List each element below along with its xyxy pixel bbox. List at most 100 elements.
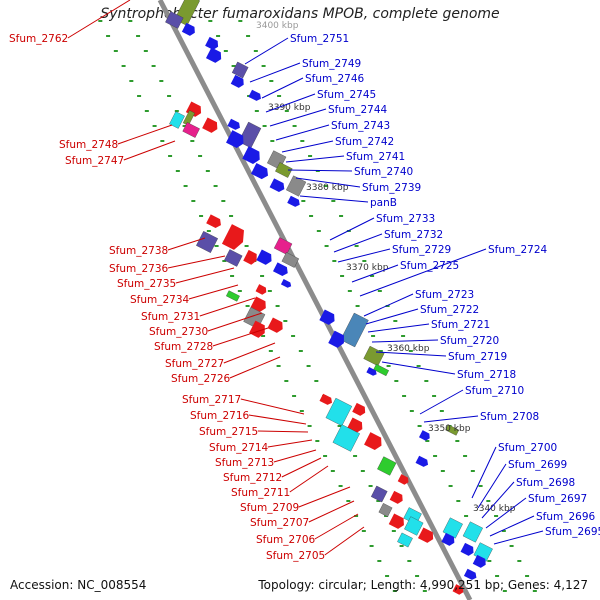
gene-label-left[interactable]: Sfum_2717 [182,394,241,406]
gene-arrow [364,432,382,451]
label-leader [240,398,305,415]
guide-dot [369,545,374,547]
gene-label-left[interactable]: Sfum_2712 [223,472,282,484]
gene-feature [404,516,424,536]
gene-arrow [226,130,244,149]
label-leader [167,237,206,251]
label-leader [337,248,391,263]
guide-dot [487,560,492,562]
gene-feature [370,485,388,503]
label-leader [359,248,487,297]
gene-label-left[interactable]: Sfum_2716 [190,410,250,422]
gene-label-right[interactable]: Sfum_2724 [488,244,548,256]
gene-label-right[interactable]: Sfum_2718 [457,369,516,381]
gene-label-left[interactable]: Sfum_2747 [65,155,124,167]
gene-label-right[interactable]: Sfum_2743 [331,120,390,132]
gene-label-right[interactable]: Sfum_2740 [354,166,413,178]
gene-label-right[interactable]: Sfum_2723 [415,289,474,301]
gene-label-left[interactable]: Sfum_2707 [250,517,309,529]
gene-label-left[interactable]: Sfum_2726 [171,373,231,385]
guide-dot [230,275,235,277]
guide-dot [214,245,219,247]
guide-dot [339,215,344,217]
guide-dot [502,590,507,592]
guide-dot [470,470,475,472]
gene-arrow [280,279,292,288]
kbp-tick-label: 3340 kbp [473,504,516,514]
gene-label-right[interactable]: Sfum_2746 [305,73,365,85]
gene-label-right[interactable]: Sfum_2719 [448,351,507,363]
gene-label-right[interactable]: Sfum_2722 [420,304,479,316]
gene-label-right[interactable]: Sfum_2710 [465,385,524,397]
gene-label-right[interactable]: Sfum_2739 [362,182,421,194]
gene-label-right[interactable]: Sfum_2708 [480,411,539,423]
gene-label-right[interactable]: Sfum_2699 [508,459,567,471]
gene-label-right[interactable]: Sfum_2696 [536,511,596,523]
guide-dot [237,290,242,292]
gene-label-left[interactable]: Sfum_2736 [109,263,169,275]
gene-arrow [328,330,344,348]
label-leader [419,389,464,415]
gene-arrow [389,490,403,504]
guide-dot [151,65,156,67]
gene-label-left[interactable]: Sfum_2734 [130,294,190,306]
gene-label-left[interactable]: Sfum_2727 [165,358,224,370]
guide-dot [439,410,444,412]
gene-arrow [251,163,268,180]
gene-label-left[interactable]: Sfum_2748 [59,139,118,151]
gene-label-right[interactable]: Sfum_2700 [498,442,557,454]
gene-label-left[interactable]: Sfum_2738 [109,245,168,257]
gene-arrow [319,393,333,405]
gene-arrow [269,178,285,193]
gene-label-right[interactable]: Sfum_2733 [376,213,435,225]
gene-label-right[interactable]: Sfum_2751 [290,33,349,45]
gene-label-left[interactable]: Sfum_2731 [141,311,200,323]
gene-label-left[interactable]: Sfum_2714 [209,442,269,454]
gene-label-right[interactable]: Sfum_2695 [545,526,600,538]
gene-label-left[interactable]: Sfum_2730 [149,326,208,338]
gene-label-left[interactable]: Sfum_2762 [9,33,68,45]
gene-label-right[interactable]: Sfum_2697 [528,493,587,505]
guide-dot [494,515,499,517]
label-leader [365,308,419,325]
guide-dot [144,110,149,112]
gene-label-right[interactable]: Sfum_2749 [302,58,361,70]
guide-dot [448,485,453,487]
guide-dot [378,350,383,352]
guide-dot [385,305,390,307]
gene-arrow [287,195,300,207]
feature-track [165,0,493,595]
gene-label-right[interactable]: Sfum_2742 [335,136,394,148]
gene-label-left[interactable]: Sfum_2711 [231,487,290,499]
gene-label-right[interactable]: Sfum_2720 [440,335,499,347]
gene-label-left[interactable]: Sfum_2728 [154,341,213,353]
gene-label-right[interactable]: Sfum_2729 [392,244,451,256]
track-guide-dots [98,20,537,592]
gene-arrow [242,146,260,165]
gene-label-right[interactable]: Sfum_2744 [328,104,388,116]
gene-label-left[interactable]: Sfum_2705 [266,550,325,562]
label-leader [273,449,317,463]
guide-dot [355,305,360,307]
gene-label-left[interactable]: Sfum_2735 [117,278,176,290]
guide-dot [306,365,311,367]
guide-dot [517,560,522,562]
gene-label-left[interactable]: Sfum_2715 [199,426,258,438]
guide-dot [298,350,303,352]
label-leader [471,446,497,499]
gene-label-left[interactable]: Sfum_2713 [215,457,274,469]
gene-label-left[interactable]: Sfum_2706 [256,534,316,546]
gene-label-right[interactable]: Sfum_2741 [346,151,405,163]
gene-label-left[interactable]: Sfum_2709 [240,502,299,514]
gene-label-right[interactable]: Sfum_2698 [516,477,575,489]
guide-dot [159,80,164,82]
guide-dot [270,140,275,142]
gene-arrow [366,367,377,376]
gene-label-right[interactable]: Sfum_2745 [317,89,376,101]
guide-dot [254,110,259,112]
gene-label-right[interactable]: Sfum_2721 [431,319,490,331]
gene-label-right[interactable]: Sfum_2725 [400,260,459,272]
gene-label-right[interactable]: panB [370,197,397,209]
gene-label-right[interactable]: Sfum_2732 [384,229,443,241]
